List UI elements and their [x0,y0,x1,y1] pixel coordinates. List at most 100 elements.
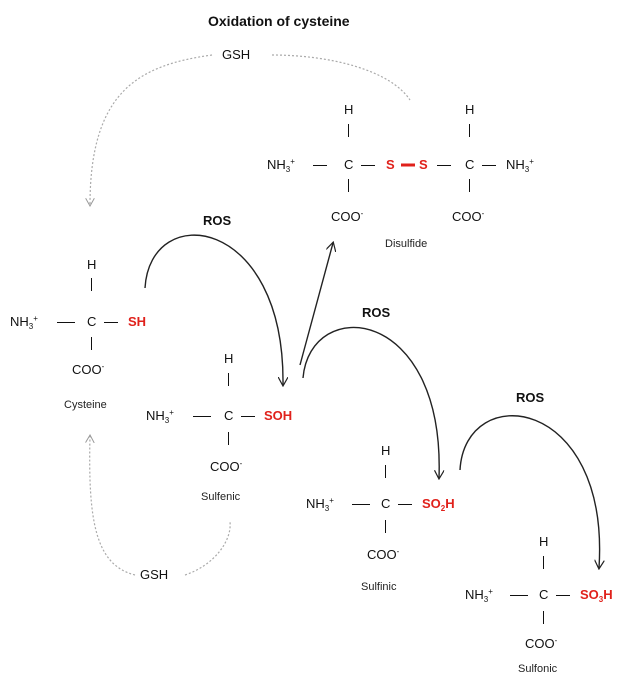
amine-symbol: NH [306,496,325,511]
bond [241,416,255,417]
carboxylate-symbol: COO [210,459,240,474]
amine-group: NH3+ [465,587,493,604]
carboxylate-group: COO- [331,209,364,226]
carboxylate-group: COO- [452,209,485,226]
carboxylate-charge: - [554,636,558,645]
bond [385,465,386,478]
carboxylate-charge: - [101,362,105,371]
sulfonic-group: SO3H [580,587,613,605]
c-atom: C [465,157,475,172]
carboxylate-symbol: COO [525,636,555,651]
bond [348,179,349,192]
amine-symbol: NH [267,157,286,172]
gsh-top-dotted-line [271,54,411,101]
bond [91,337,92,350]
amine-group: NH3+ [306,496,334,513]
bond [482,165,496,166]
amine-subscript: 3 [28,322,34,331]
sulfonic-symbol: SO [580,587,599,602]
bond [313,165,327,166]
bond [361,165,375,166]
amine-subscript: 3 [285,165,291,174]
amine-charge: + [33,314,38,323]
gsh-top-dotted-arrow [90,54,213,205]
carboxylate-symbol: COO [452,209,482,224]
sulfinic-hydrogen: H [445,496,455,511]
diagram-title: Oxidation of cysteine [208,13,350,29]
h-atom: H [224,351,234,366]
amine-symbol: NH [465,587,484,602]
sulfinic-symbol: SO [422,496,441,511]
bond [510,595,528,596]
amine-subscript: 3 [483,595,489,604]
bond [437,165,451,166]
carboxylate-charge: - [239,459,243,468]
sulfinic-group: SO2H [422,496,455,514]
amine-symbol: NH [506,157,525,172]
c-atom: C [224,408,234,423]
h-atom: H [465,102,475,117]
carboxylate-group: COO- [525,636,558,653]
amine-subscript: 3 [324,504,330,513]
bond [193,416,211,417]
c-atom: C [381,496,391,511]
amine-charge: + [529,157,534,166]
carboxylate-group: COO- [210,459,243,476]
bond [469,124,470,137]
bond [352,504,370,505]
amine-charge: + [329,496,334,505]
amine-subscript: 3 [164,416,170,425]
carboxylate-group: COO- [72,362,105,379]
bond [228,432,229,445]
bond [556,595,570,596]
c-atom: C [539,587,549,602]
gsh-bottom-label: GSH [140,567,169,582]
gsh-bottom-dotted-arrow [90,436,136,576]
bond [228,373,229,386]
sulfonic-caption: Sulfonic [518,663,558,675]
ros-label-2: ROS [362,305,391,320]
sulfur-atom: S [419,157,428,172]
h-atom: H [539,534,549,549]
cysteine-caption: Cysteine [64,399,107,411]
gsh-top-label: GSH [222,47,251,62]
ros-arrow-3 [459,415,600,568]
amine-symbol: NH [10,314,29,329]
bond [104,322,118,323]
bond [57,322,75,323]
h-atom: H [87,257,97,272]
bond [91,278,92,291]
sulfinic-caption: Sulfinic [361,581,397,593]
sulfonic-hydrogen: H [603,587,613,602]
h-atom: H [381,443,391,458]
h-atom: H [344,102,354,117]
amine-group: NH3+ [10,314,38,331]
amine-subscript: 3 [524,165,530,174]
gsh-bottom-dotted-line [184,521,231,576]
bond [543,556,544,569]
carboxylate-charge: - [396,547,400,556]
carboxylate-group: COO- [367,547,400,564]
carboxylate-symbol: COO [72,362,102,377]
amine-group: NH3+ [506,157,534,174]
disulfide-caption: Disulfide [385,238,428,250]
bond [348,124,349,137]
thiol-group: SH [128,314,147,329]
c-atom: C [87,314,97,329]
ros-label-1: ROS [203,213,232,228]
c-atom: C [344,157,354,172]
carboxylate-charge: - [360,209,364,218]
sulfenic-caption: Sulfenic [201,491,241,503]
amine-charge: + [290,157,295,166]
sulfinic-subscript: 2 [440,504,446,513]
carboxylate-symbol: COO [331,209,361,224]
ros-arrow-2 [302,326,439,478]
to-disulfide-arrow [299,243,333,366]
carboxylate-charge: - [481,209,485,218]
amine-symbol: NH [146,408,165,423]
sulfenic-group: SOH [264,408,293,423]
amine-group: NH3+ [267,157,295,174]
ros-arrow-1 [144,234,283,385]
